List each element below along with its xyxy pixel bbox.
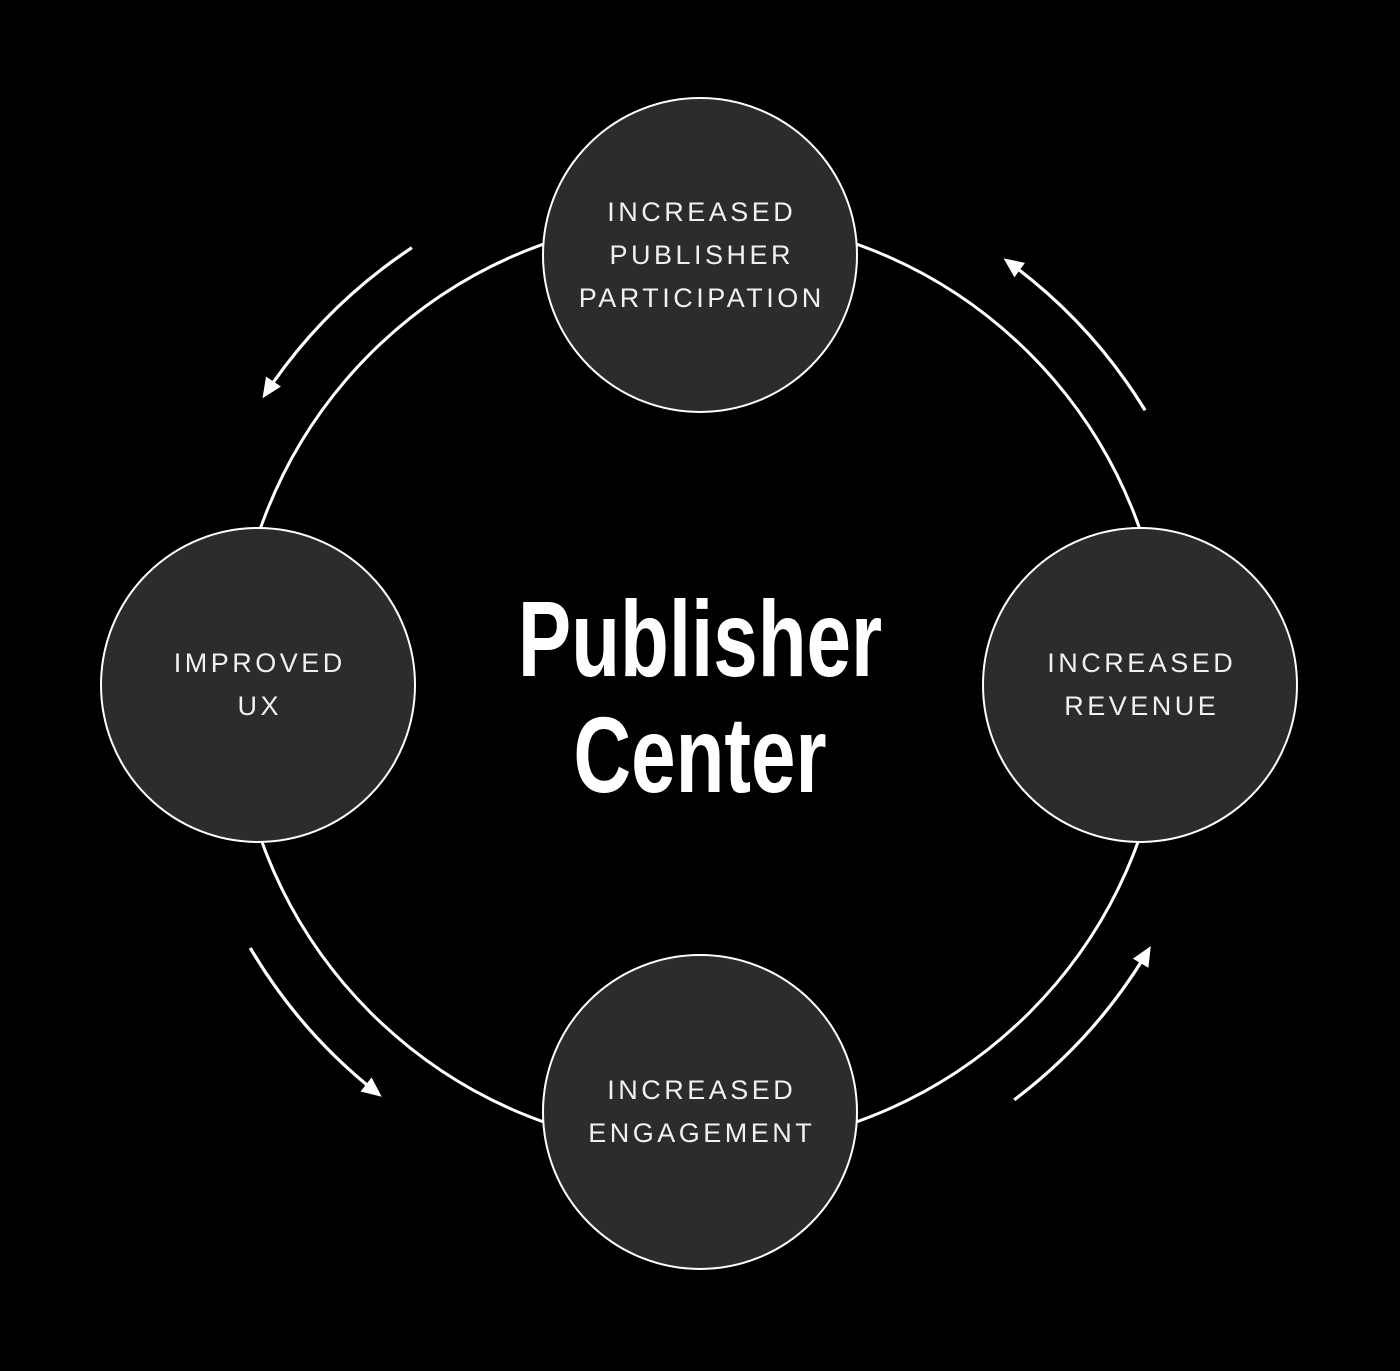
arrow-bottom-to-right-icon [1013, 946, 1151, 1102]
node-label-line: PUBLISHER [609, 239, 795, 270]
node-label-line: UX [237, 691, 282, 721]
node-increased-revenue: INCREASED REVENUE [982, 527, 1298, 843]
node-label-line: PARTICIPATION [578, 282, 825, 313]
center-title-line: Publisher [517, 578, 883, 699]
arrow-right-to-top-icon [1003, 258, 1147, 412]
node-label-line: IMPROVED [173, 648, 346, 678]
center-title: Publisher Center [0, 581, 1400, 813]
arrow-left-to-bottom-icon [248, 947, 382, 1097]
node-increased-engagement: INCREASED ENGAGEMENT [542, 954, 858, 1270]
node-label-line: REVENUE [1064, 691, 1220, 721]
node-label-line: INCREASED [1047, 648, 1237, 678]
arrow-top-to-left-icon [262, 246, 413, 399]
node-label-line: INCREASED [607, 1075, 797, 1105]
node-increased-publisher-participation: INCREASED PUBLISHER PARTICIPATION [542, 97, 858, 413]
node-label-line: ENGAGEMENT [588, 1118, 816, 1148]
center-title-line: Center [573, 694, 827, 815]
node-improved-ux: IMPROVED UX [100, 527, 416, 843]
node-label-line: INCREASED [607, 196, 797, 227]
